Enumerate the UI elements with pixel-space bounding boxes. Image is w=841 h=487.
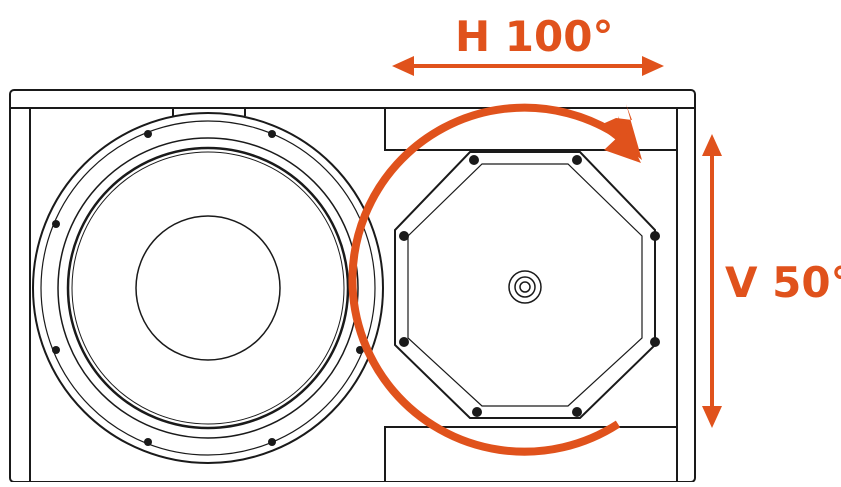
horizontal-coverage-label: H 100°: [455, 12, 614, 61]
horn: [394, 151, 660, 419]
horizontal-arrow-icon: [392, 56, 664, 76]
vertical-coverage-label: V 50°: [725, 258, 841, 307]
woofer-bolts: [52, 130, 364, 446]
horn-bolts: [399, 155, 660, 417]
vertical-arrow-icon: [702, 134, 722, 428]
woofer: [32, 112, 384, 464]
rotation-arrow-icon: [348, 103, 642, 456]
